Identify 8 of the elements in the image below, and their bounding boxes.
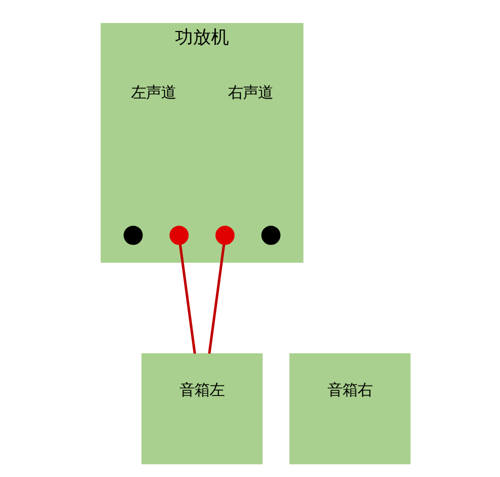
node-circle	[214, 226, 234, 245]
node-circle	[260, 226, 280, 245]
node-circle	[169, 226, 188, 245]
node-box: 音箱左	[140, 353, 262, 464]
node-circle	[123, 226, 142, 245]
node-box: 音箱右	[288, 353, 410, 464]
node-text: 右声道	[228, 84, 272, 102]
node-text: 左声道	[130, 84, 176, 102]
